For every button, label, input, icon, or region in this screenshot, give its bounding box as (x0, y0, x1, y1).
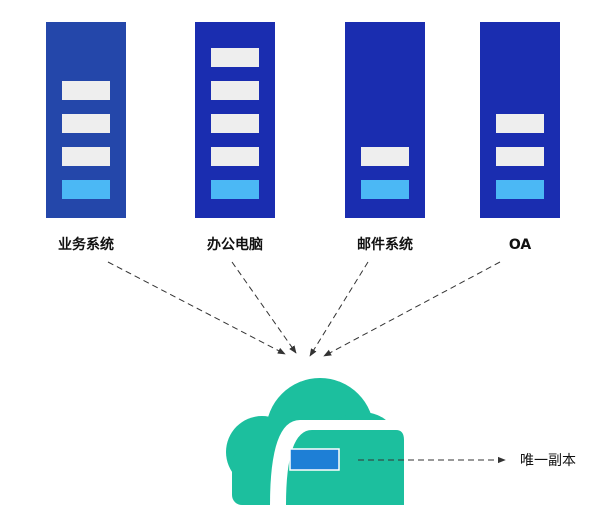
rack-slot (211, 114, 259, 133)
rack-slot-highlighted (62, 180, 110, 199)
rack-slot (211, 48, 259, 67)
arrow-business-to-cloud (107, 261, 286, 355)
server-rack-business (46, 22, 126, 218)
rack-slot (62, 114, 110, 133)
rack-slot (211, 81, 259, 100)
rack-slot (496, 147, 544, 166)
unique-copy-box (289, 448, 340, 471)
arrow-office-pc-to-cloud (231, 261, 297, 354)
rack-slot-highlighted (496, 180, 544, 199)
system-label-business: 业务系统 (58, 236, 114, 253)
rack-slot (211, 147, 259, 166)
server-rack-office-pc (195, 22, 275, 218)
rack-slot-highlighted (211, 180, 259, 199)
arrow-mail-to-cloud (309, 261, 369, 357)
system-label-office-pc: 办公电脑 (207, 236, 263, 253)
rack-slot (62, 147, 110, 166)
unique-copy-label: 唯一副本 (520, 453, 576, 469)
rack-slot-highlighted (361, 180, 409, 199)
arrow-oa-to-cloud (323, 261, 501, 357)
server-rack-mail (345, 22, 425, 218)
rack-slot (361, 147, 409, 166)
server-rack-oa (480, 22, 560, 218)
rack-slot (496, 114, 544, 133)
rack-slot (62, 81, 110, 100)
system-label-mail: 邮件系统 (357, 236, 413, 253)
cloud-icon (226, 378, 404, 505)
system-label-oa: OA (509, 237, 532, 253)
